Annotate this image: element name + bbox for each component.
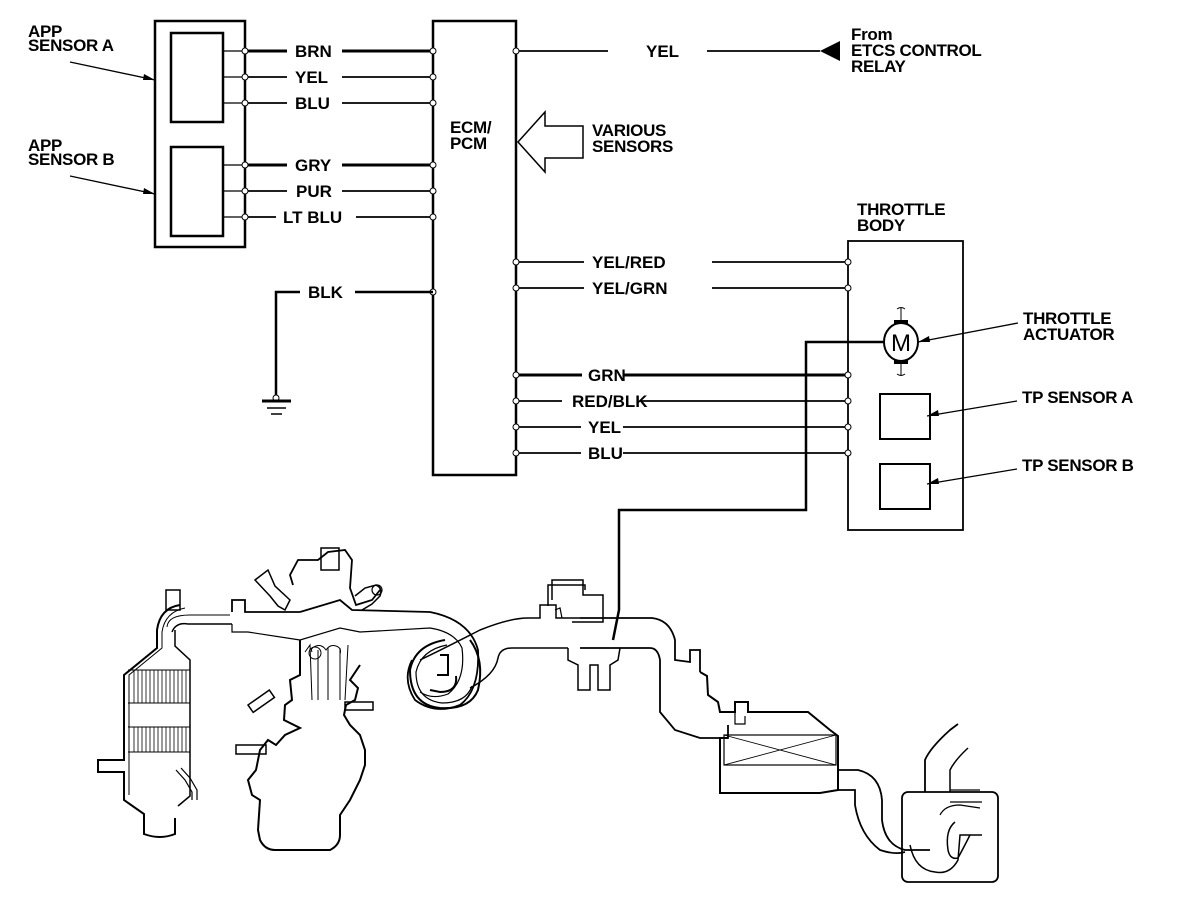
motor-icon: M (883, 307, 919, 376)
tp-sensor-b-text: TP SENSOR B (1022, 456, 1134, 475)
various-sensors-label-line2: SENSORS (592, 137, 673, 156)
throttle-actuator-label-line2: ACTUATOR (1023, 325, 1114, 344)
resonator (901, 723, 999, 883)
throttle-body: THROTTLE BODY M (844, 200, 964, 531)
app-sensor-a-label-line1: APP (28, 22, 62, 41)
wire-label: RED/BLK (572, 392, 648, 411)
arrow-head-icon (927, 478, 939, 484)
ground-icon (262, 399, 291, 415)
app-wire-blu: BLU (245, 94, 433, 113)
tp-sensor-a-label: TP SENSOR A (926, 388, 1133, 417)
wire-label: PUR (296, 182, 332, 201)
tp-sensor-a-text: TP SENSOR A (1022, 388, 1133, 407)
various-sensors-input: VARIOUS SENSORS (516, 110, 673, 174)
ecm-pcm-module: ECM/ PCM (429, 19, 518, 477)
wire-label: BLU (295, 94, 330, 113)
engine-illustration (97, 547, 999, 883)
arrow-head-icon (143, 74, 155, 80)
app-wire-lt-blu: LT BLU (245, 208, 433, 227)
actuator-harness-wire (611, 340, 884, 641)
etcs-label-line1: From (851, 25, 892, 44)
ecm-box (431, 19, 518, 477)
wire-label: BLK (308, 283, 344, 302)
arrow-head-icon (918, 336, 930, 342)
wire-label: GRY (295, 156, 332, 175)
wire-label: BLU (588, 444, 623, 463)
app-sensor-b-label-line1: APP (28, 136, 62, 155)
leader-arrow (69, 175, 156, 195)
ecm-right-terminals (512, 258, 520, 457)
motor-symbol: M (891, 330, 911, 357)
throttle-wire-blu: BLU (516, 444, 848, 463)
app-sensor-housing (153, 19, 247, 249)
etcs-label-line2: ETCS CONTROL (851, 41, 982, 60)
app-sensor-a-label-line2: SENSOR A (28, 36, 114, 55)
app-sensor-assembly (153, 19, 247, 249)
etcs-label-line3: RELAY (851, 57, 907, 76)
engine-block (235, 547, 480, 851)
wire-label: GRN (588, 366, 626, 385)
app-wire-gry: GRY (245, 156, 433, 175)
etcs-relay-wire: YEL (512, 41, 840, 61)
tp-sensor-b-label: TP SENSOR B (926, 456, 1134, 485)
arrow-head-icon (927, 410, 939, 416)
throttle-actuator-label: THROTTLE ACTUATOR (917, 309, 1115, 344)
leader-arrow (69, 61, 156, 81)
throttle-body-box (847, 240, 964, 531)
throttle-wire-yel-red: YEL/RED (516, 253, 848, 272)
wire-label: BRN (295, 42, 332, 61)
intake-resonator (408, 604, 580, 710)
app-wire-brn: BRN (245, 42, 433, 61)
throttle-wire-yel: YEL (516, 418, 848, 437)
wire-label: YEL (295, 68, 328, 87)
app-terminals (241, 47, 249, 221)
ecm-label-line2: PCM (450, 134, 487, 153)
app-sensor-b-label: APP SENSOR B (28, 136, 156, 195)
input-arrow-icon (516, 110, 584, 174)
throttle-actuator-label-line1: THROTTLE (1023, 309, 1111, 328)
app-sensor-b-element (169, 145, 225, 238)
wire-label: LT BLU (283, 208, 342, 227)
air-cleaner-housing (699, 671, 930, 855)
catalytic-converter (97, 589, 232, 838)
throttle-body-illustration (547, 579, 729, 739)
wire-label: YEL (646, 42, 679, 61)
app-sensor-b-label-line2: SENSOR B (28, 150, 114, 169)
throttle-wire-yel-grn: YEL/GRN (516, 279, 848, 298)
throttle-wire-grn: GRN (516, 366, 848, 385)
app-wire-pur: PUR (245, 182, 433, 201)
connector-arrow-icon (820, 41, 840, 61)
throttle-body-label-line2: BODY (857, 216, 906, 235)
arrow-head-icon (143, 188, 155, 194)
various-sensors-label-line1: VARIOUS (592, 121, 666, 140)
wire-label: YEL (588, 418, 621, 437)
wire-label: YEL/GRN (592, 279, 668, 298)
app-sensor-a-label: APP SENSOR A (28, 22, 156, 81)
app-sensor-a-element (169, 31, 225, 124)
tp-sensor-b-element (879, 463, 931, 510)
etcs-relay-label: From ETCS CONTROL RELAY (851, 25, 982, 76)
ground-wire-blk: BLK (262, 283, 433, 415)
throttle-wire-red-blk: RED/BLK (516, 392, 848, 411)
throttle-body-label-line1: THROTTLE (857, 200, 945, 219)
tp-sensor-a-element (879, 393, 931, 440)
app-wire-yel: YEL (245, 68, 433, 87)
ecm-label-line1: ECM/ (450, 118, 492, 137)
wire-label: YEL/RED (592, 253, 666, 272)
